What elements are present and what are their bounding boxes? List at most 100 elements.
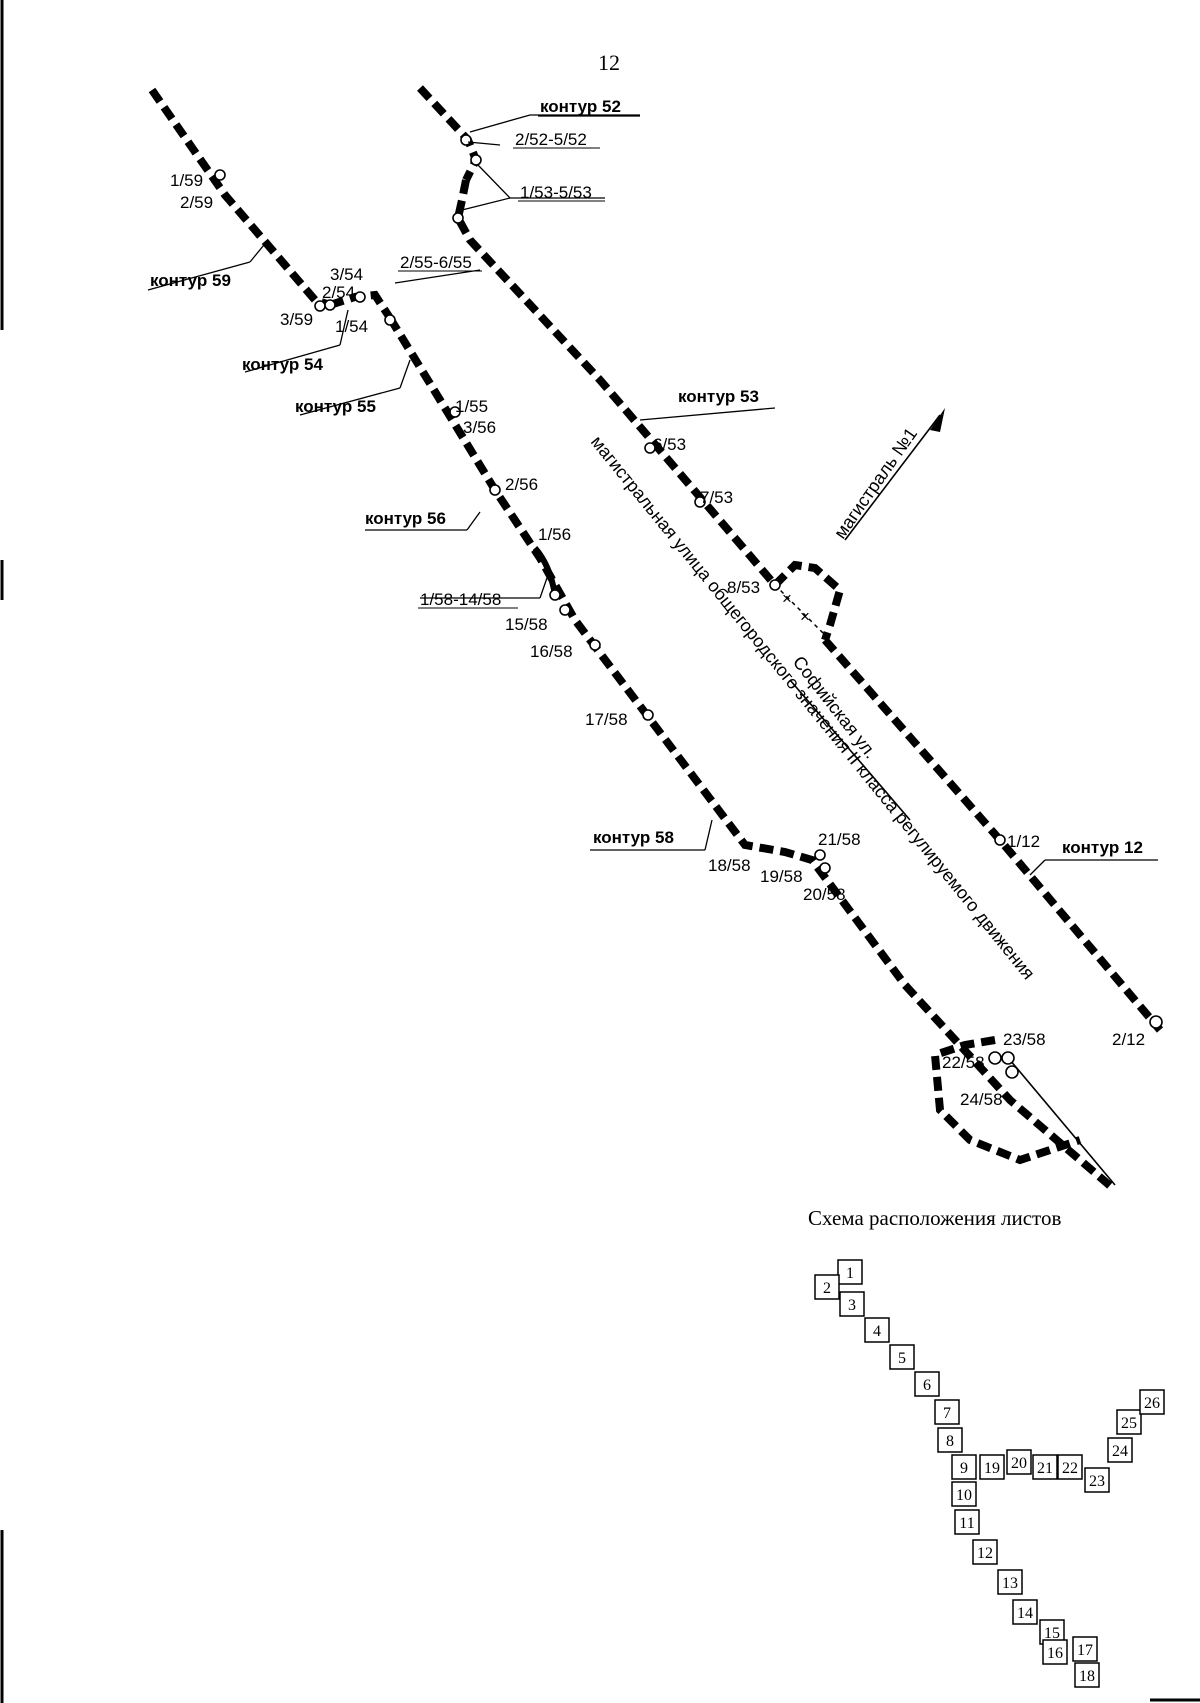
point-label: 2/56 <box>505 475 538 494</box>
point-label: 1/58-14/58 <box>420 590 501 609</box>
sheet-number-18: 18 <box>1079 1668 1095 1685</box>
point-label: 23/58 <box>1003 1030 1046 1049</box>
sheet-box-1 <box>837 1259 863 1285</box>
sheet-box-23 <box>1084 1467 1110 1493</box>
sheet-box-8 <box>937 1427 963 1453</box>
sheet-number-1: 1 <box>846 1265 854 1282</box>
contour-55-56-58-boundary <box>386 315 1118 1194</box>
contour-54-label: контур 54 <box>242 355 323 374</box>
sheet-number-24: 24 <box>1112 1443 1128 1460</box>
point-label: 24/58 <box>960 1090 1003 1109</box>
sheet-box-26 <box>1139 1389 1165 1415</box>
fence-mark: × <box>800 607 810 626</box>
sheet-number-15: 15 <box>1044 1625 1060 1642</box>
sheet-box-13 <box>997 1569 1023 1595</box>
sheet-box-6 <box>914 1371 940 1397</box>
sheet-number-3: 3 <box>848 1297 856 1314</box>
sheet-number-13: 13 <box>1002 1575 1018 1592</box>
sheet-box-21 <box>1032 1454 1058 1480</box>
contour-53-loop <box>772 560 845 642</box>
sheet-number-6: 6 <box>923 1377 931 1394</box>
sheet-box-14 <box>1012 1599 1038 1625</box>
sheet-number-17: 17 <box>1077 1642 1093 1659</box>
point-label: 1/55 <box>455 397 488 416</box>
contour-54-boundary <box>328 290 394 321</box>
point-label: 8/53 <box>727 578 760 597</box>
point-label: 22/58 <box>942 1053 985 1072</box>
contour-12-boundary <box>821 637 1164 1033</box>
point-label: 1/56 <box>538 525 571 544</box>
sheet-number-26: 26 <box>1144 1395 1160 1412</box>
point-label: 2/52-5/52 <box>515 130 587 149</box>
point-label: 16/58 <box>530 642 573 661</box>
sheet-number-16: 16 <box>1047 1645 1063 1662</box>
point-label: 6/53 <box>653 435 686 454</box>
sheet-box-18 <box>1074 1662 1100 1688</box>
magistral-label: магистраль №1 <box>830 424 921 542</box>
point-label: 21/58 <box>818 830 861 849</box>
sheet-box-17 <box>1072 1636 1098 1662</box>
street-axis <box>789 679 911 821</box>
sheet-box-22 <box>1057 1454 1083 1480</box>
contour-58-loop <box>930 1036 1082 1165</box>
point-label: 17/58 <box>585 710 628 729</box>
street-axis-lower <box>1009 1059 1116 1186</box>
contour-52-boundary <box>417 85 481 182</box>
sheet-number-21: 21 <box>1037 1460 1053 1477</box>
point-label: 1/12 <box>1007 832 1040 851</box>
fence-line <box>774 584 831 641</box>
sheet-number-23: 23 <box>1089 1473 1105 1490</box>
sheet-number-8: 8 <box>946 1433 954 1450</box>
sheet-box-25 <box>1116 1409 1142 1435</box>
contour-53-label: контур 53 <box>678 387 759 406</box>
sheet-box-5 <box>889 1344 915 1370</box>
sheet-number-5: 5 <box>898 1350 906 1367</box>
contour-56-label: контур 56 <box>365 509 446 528</box>
magistral-arrow <box>844 408 945 541</box>
sheet-number-19: 19 <box>984 1460 1000 1477</box>
leader-lines <box>147 114 1158 876</box>
point-label: 7/53 <box>700 488 733 507</box>
sheet-box-19 <box>979 1454 1005 1480</box>
sheet-number-12: 12 <box>977 1545 993 1562</box>
contour-53-boundary <box>453 179 779 588</box>
point-label: 3/54 <box>330 265 363 284</box>
contour-55-label: контур 55 <box>295 397 376 416</box>
point-markers <box>214 134 1163 1079</box>
point-label: 2/54 <box>322 283 355 302</box>
sheet-number-7: 7 <box>943 1405 951 1422</box>
point-label: 19/58 <box>760 867 803 886</box>
point-label: 20/58 <box>803 885 846 904</box>
sheet-box-20 <box>1006 1449 1032 1475</box>
page-number: 12 <box>598 50 620 75</box>
sheet-number-9: 9 <box>960 1460 968 1477</box>
point-label: 18/58 <box>708 856 751 875</box>
sheet-number-2: 2 <box>823 1280 831 1297</box>
contour-52-label: контур 52 <box>540 97 621 116</box>
point-label: 2/12 <box>1112 1030 1145 1049</box>
contour-59-label: контур 59 <box>150 271 231 290</box>
sheet-box-10 <box>951 1481 977 1507</box>
sheet-number-20: 20 <box>1011 1455 1027 1472</box>
sheet-box-4 <box>864 1317 890 1343</box>
point-label: 3/59 <box>280 310 313 329</box>
point-label: 2/59 <box>180 193 213 212</box>
sheet-box-11 <box>954 1509 980 1535</box>
sheet-box-24 <box>1107 1437 1133 1463</box>
point-label: 2/55-6/55 <box>400 253 472 272</box>
sheet-box-12 <box>972 1539 998 1565</box>
sheet-number-14: 14 <box>1017 1605 1033 1622</box>
sheet-box-3 <box>839 1291 865 1317</box>
contour-12-label: контур 12 <box>1062 838 1143 857</box>
fence-mark: × <box>782 589 792 608</box>
sheet-box-7 <box>934 1399 960 1425</box>
point-label: 1/59 <box>170 171 203 190</box>
sheet-number-10: 10 <box>956 1487 972 1504</box>
point-label: 1/54 <box>335 317 368 336</box>
sheet-number-11: 11 <box>959 1515 974 1532</box>
sheet-number-4: 4 <box>873 1323 881 1340</box>
sheet-box-16 <box>1042 1639 1068 1665</box>
sheet-scheme-title: Схема расположения листов <box>808 1206 1061 1230</box>
